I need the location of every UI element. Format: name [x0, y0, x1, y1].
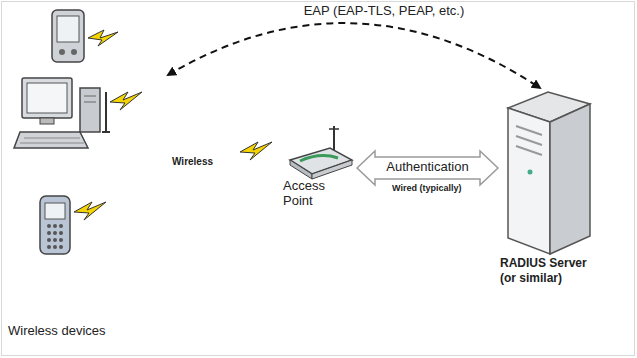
device-group: Access Point [283, 138, 355, 208]
node-label: RADIUS Server (or similar) [500, 256, 596, 286]
lightning-bolt [240, 142, 272, 160]
node-label: Wireless devices [8, 323, 168, 338]
edge-label: Authentication [386, 159, 468, 174]
device-group: RADIUS Server (or similar) [500, 88, 596, 286]
annotation-label: Wireless [172, 156, 213, 167]
access-point-icon [290, 126, 352, 179]
node-label: Access Point [283, 178, 355, 208]
phone-icon [40, 196, 70, 254]
lightning-bolt [74, 202, 106, 220]
lightning-bolt [88, 30, 118, 46]
double-arrow [357, 151, 498, 185]
annotation-label: Wired (typically) [392, 183, 461, 193]
edge-label: EAP (EAP-TLS, PEAP, etc.) [304, 3, 465, 18]
lightning-bolt [110, 92, 142, 110]
dashed-arrow [168, 23, 540, 88]
device-group: Wireless devices [8, 5, 168, 338]
pda-icon [52, 10, 84, 62]
computer-icon [14, 78, 110, 148]
server-icon [508, 92, 590, 254]
